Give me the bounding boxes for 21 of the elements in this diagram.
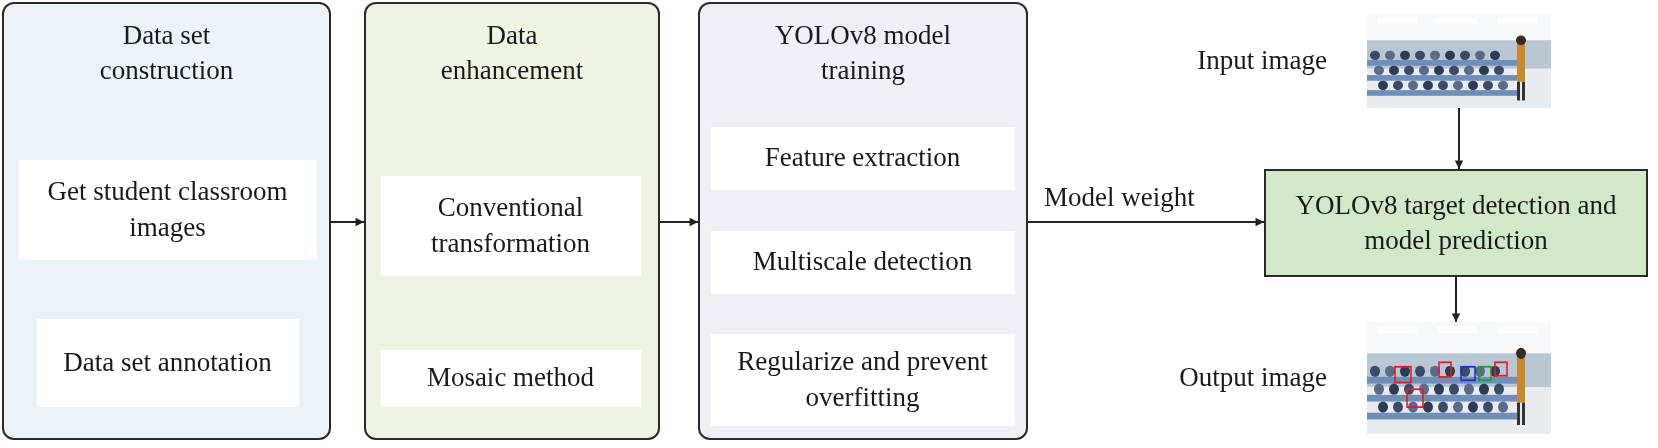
panel-title: YOLOv8 model training	[773, 19, 953, 88]
step-box: Feature extraction	[710, 126, 1015, 190]
step-box: Data set annotation	[36, 318, 299, 407]
image-caption: Input image	[1197, 44, 1327, 77]
step-box: Mosaic method	[380, 349, 641, 407]
stage-panel	[2, 2, 331, 440]
step-box: Regularize and prevent overfitting	[710, 333, 1015, 426]
arrow	[330, 217, 365, 227]
arrow	[659, 217, 699, 227]
process-box: YOLOv8 target detection and model prediction	[1264, 169, 1648, 277]
arrow	[1027, 217, 1265, 227]
panel-title: Data set construction	[98, 19, 235, 88]
image-caption: Output image	[1179, 361, 1327, 394]
stage-panel	[698, 2, 1028, 440]
step-box: Conventional transformation	[380, 175, 641, 276]
panel-title: Data enhancement	[439, 19, 585, 88]
arrow	[1454, 107, 1464, 170]
stage-panel	[364, 2, 660, 440]
step-box: Get student classroom images	[18, 159, 317, 260]
step-box: Multiscale detection	[710, 230, 1015, 294]
arrow	[1451, 276, 1461, 323]
